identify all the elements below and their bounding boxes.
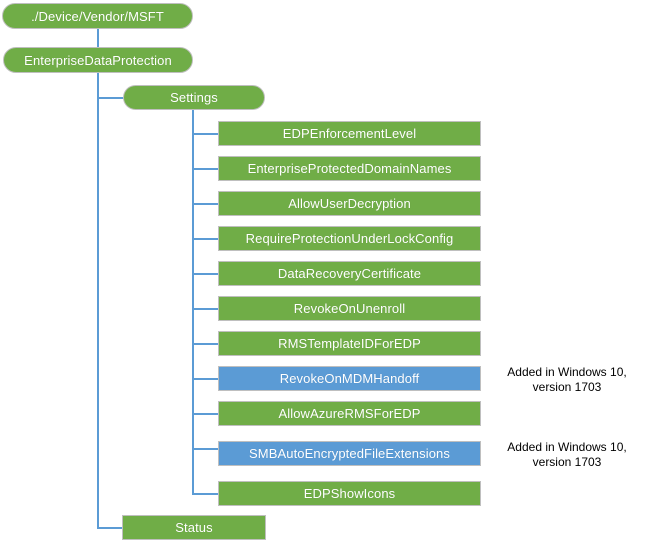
node-require-protection-under-lock-config[interactable]: RequireProtectionUnderLockConfig (218, 226, 481, 251)
connector-settings-child-4 (192, 238, 218, 240)
node-revoke-on-mdm-handoff[interactable]: RevokeOnMDMHandoff (218, 366, 481, 391)
connector-settings-child-1 (192, 133, 218, 135)
connector-edp-to-settings (97, 97, 125, 99)
connector-settings-child-7 (192, 343, 218, 345)
node-smb-auto-encrypted-file-extensions[interactable]: SMBAutoEncryptedFileExtensions (218, 441, 481, 466)
connector-settings-child-5 (192, 273, 218, 275)
connector-settings-child-11 (192, 493, 218, 495)
node-edp-enforcement-level[interactable]: EDPEnforcementLevel (218, 121, 481, 146)
connector-settings-child-8 (192, 378, 218, 380)
connector-settings-child-10 (192, 448, 218, 450)
node-revoke-on-unenroll[interactable]: RevokeOnUnenroll (218, 296, 481, 321)
connector-settings-child-9 (192, 413, 218, 415)
connector-root-trunk (97, 27, 99, 527)
node-data-recovery-certificate[interactable]: DataRecoveryCertificate (218, 261, 481, 286)
node-status[interactable]: Status (122, 515, 266, 540)
node-allow-azure-rms-for-edp[interactable]: AllowAzureRMSForEDP (218, 401, 481, 426)
node-root[interactable]: ./Device/Vendor/MSFT (2, 3, 193, 29)
node-edp-show-icons[interactable]: EDPShowIcons (218, 481, 481, 506)
node-enterprise-data-protection[interactable]: EnterpriseDataProtection (3, 47, 193, 73)
connector-settings-trunk (192, 110, 194, 495)
node-allow-user-decryption[interactable]: AllowUserDecryption (218, 191, 481, 216)
annotation-revoke-on-mdm-handoff: Added in Windows 10, version 1703 (507, 365, 627, 394)
node-rms-template-id-for-edp[interactable]: RMSTemplateIDForEDP (218, 331, 481, 356)
node-settings[interactable]: Settings (123, 85, 265, 110)
connector-settings-child-3 (192, 203, 218, 205)
annotation-smb-auto-encrypted-file-extensions: Added in Windows 10, version 1703 (507, 440, 627, 469)
connector-settings-child-6 (192, 308, 218, 310)
connector-settings-child-2 (192, 168, 218, 170)
connector-edp-to-status (97, 527, 124, 529)
node-enterprise-protected-domain-names[interactable]: EnterpriseProtectedDomainNames (218, 156, 481, 181)
